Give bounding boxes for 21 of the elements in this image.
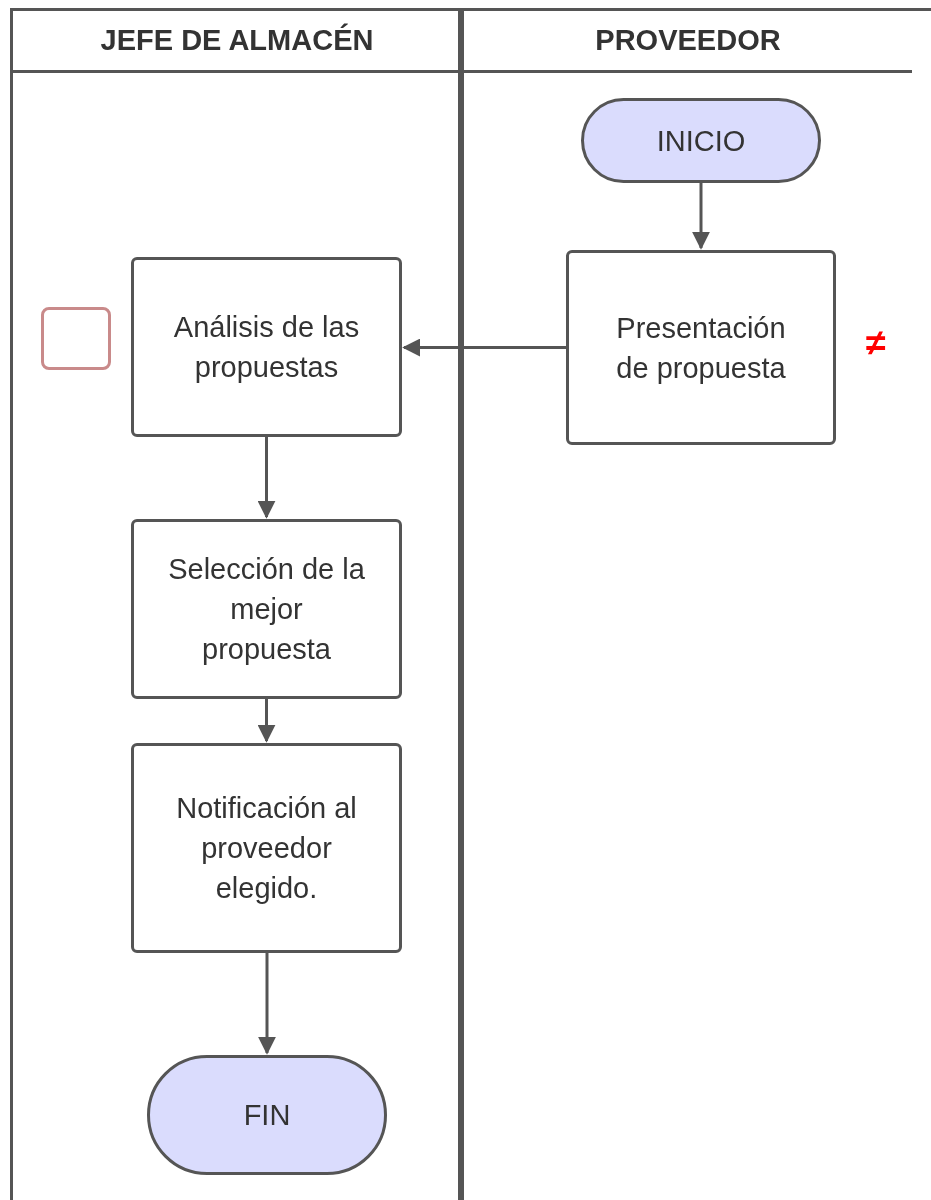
process-box (131, 743, 402, 953)
arrow (257, 437, 276, 519)
process-box (131, 257, 402, 437)
lane-title: JEFE DE ALMACÉN (99, 22, 375, 58)
empty-box (41, 307, 111, 370)
node-label: INICIO (656, 123, 746, 159)
node-label: FIN (243, 1098, 291, 1133)
node-label: Selección de la mejor propuesta (167, 552, 366, 667)
not-equal-sign: ≠ (866, 321, 886, 365)
process-box (131, 519, 402, 699)
node-label: Notificación al proveedor elegido. (175, 791, 358, 906)
arrow (257, 699, 276, 743)
lane-title: PROVEEDOR (594, 22, 782, 58)
swimlane (10, 8, 461, 1200)
process-box (566, 250, 836, 445)
node-label: Análisis de las propuestas (172, 310, 361, 385)
arrow (258, 953, 276, 1055)
swimlane (461, 8, 931, 1200)
arrow (692, 183, 710, 250)
arrow (402, 338, 566, 357)
node-label: Presentación de propuesta (615, 310, 787, 386)
